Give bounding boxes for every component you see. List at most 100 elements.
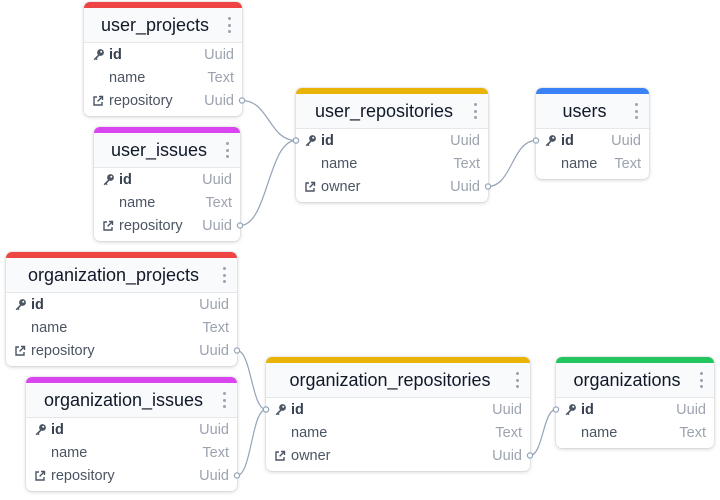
field-type: Text [453, 155, 480, 172]
key-icon [92, 48, 109, 61]
field-type: Uuid [199, 421, 229, 438]
more-vertical-icon[interactable] [226, 142, 230, 158]
more-vertical-icon[interactable] [228, 17, 232, 33]
table-header[interactable]: user_repositories [296, 94, 488, 129]
table-header[interactable]: users [536, 94, 649, 129]
field-name: name [321, 155, 358, 172]
table-header[interactable]: user_issues [94, 133, 240, 168]
table-color-bar [536, 88, 649, 94]
table-title: user_projects [100, 14, 210, 35]
relation-line[interactable] [487, 139, 537, 188]
relation-line[interactable] [241, 99, 297, 142]
field-name: repository [31, 342, 95, 359]
field-row[interactable]: repository Uuid [84, 89, 242, 112]
table-title: users [562, 100, 607, 121]
field-name: id [109, 46, 122, 63]
table-header[interactable]: user_projects [84, 8, 242, 43]
more-vertical-icon[interactable] [700, 372, 704, 388]
field-type: Text [495, 424, 522, 441]
field-row[interactable]: name Text [556, 421, 714, 444]
table-title: organization_issues [43, 389, 204, 410]
relation-line[interactable] [236, 408, 267, 477]
field-name: name [581, 424, 618, 441]
key-icon [14, 298, 31, 311]
key-icon [564, 403, 581, 416]
field-name: id [561, 132, 574, 149]
table-color-bar [556, 357, 714, 363]
table-header[interactable]: organization_repositories [266, 363, 530, 398]
field-type: Uuid [199, 296, 229, 313]
field-name: repository [109, 92, 173, 109]
key-icon [544, 134, 561, 147]
field-type: Text [207, 69, 234, 86]
table-header[interactable]: organizations [556, 363, 714, 398]
field-type: Text [205, 194, 232, 211]
table-header[interactable]: organization_projects [6, 258, 237, 293]
foreign-key-icon [92, 95, 109, 107]
field-row[interactable]: id Uuid [94, 168, 240, 191]
table-color-bar [84, 2, 242, 8]
foreign-key-icon [34, 470, 51, 482]
foreign-key-icon [14, 345, 31, 357]
field-name: name [119, 194, 156, 211]
more-vertical-icon[interactable] [516, 372, 520, 388]
field-name: id [291, 401, 304, 418]
more-vertical-icon[interactable] [474, 103, 478, 119]
relation-line[interactable] [236, 349, 267, 411]
field-type: Uuid [202, 217, 232, 234]
field-type: Uuid [450, 178, 480, 195]
field-type: Text [614, 155, 641, 172]
field-row[interactable]: repository Uuid [26, 464, 237, 487]
more-vertical-icon[interactable] [223, 267, 227, 283]
relation-line[interactable] [529, 408, 557, 457]
field-name: name [291, 424, 328, 441]
table-title: organization_projects [27, 264, 200, 285]
field-name: id [119, 171, 132, 188]
field-type: Uuid [676, 401, 706, 418]
field-name: name [561, 155, 598, 172]
table-color-bar [26, 377, 237, 383]
field-type: Text [679, 424, 706, 441]
more-vertical-icon[interactable] [223, 392, 227, 408]
field-type: Uuid [204, 92, 234, 109]
field-row[interactable]: owner Uuid [266, 444, 530, 467]
field-name: owner [291, 447, 331, 464]
field-type: Uuid [450, 132, 480, 149]
foreign-key-icon [304, 181, 321, 193]
field-row[interactable]: name Text [266, 421, 530, 444]
field-type: Uuid [199, 467, 229, 484]
field-name: repository [51, 467, 115, 484]
field-row[interactable]: name Text [296, 152, 488, 175]
table-header[interactable]: organization_issues [26, 383, 237, 418]
more-vertical-icon[interactable] [635, 103, 639, 119]
field-name: name [31, 319, 68, 336]
field-row[interactable]: name Text [94, 191, 240, 214]
table-color-bar [6, 252, 237, 258]
field-row[interactable]: name Text [536, 152, 649, 175]
relation-line[interactable] [239, 139, 297, 227]
field-type: Uuid [492, 447, 522, 464]
field-type: Uuid [202, 171, 232, 188]
